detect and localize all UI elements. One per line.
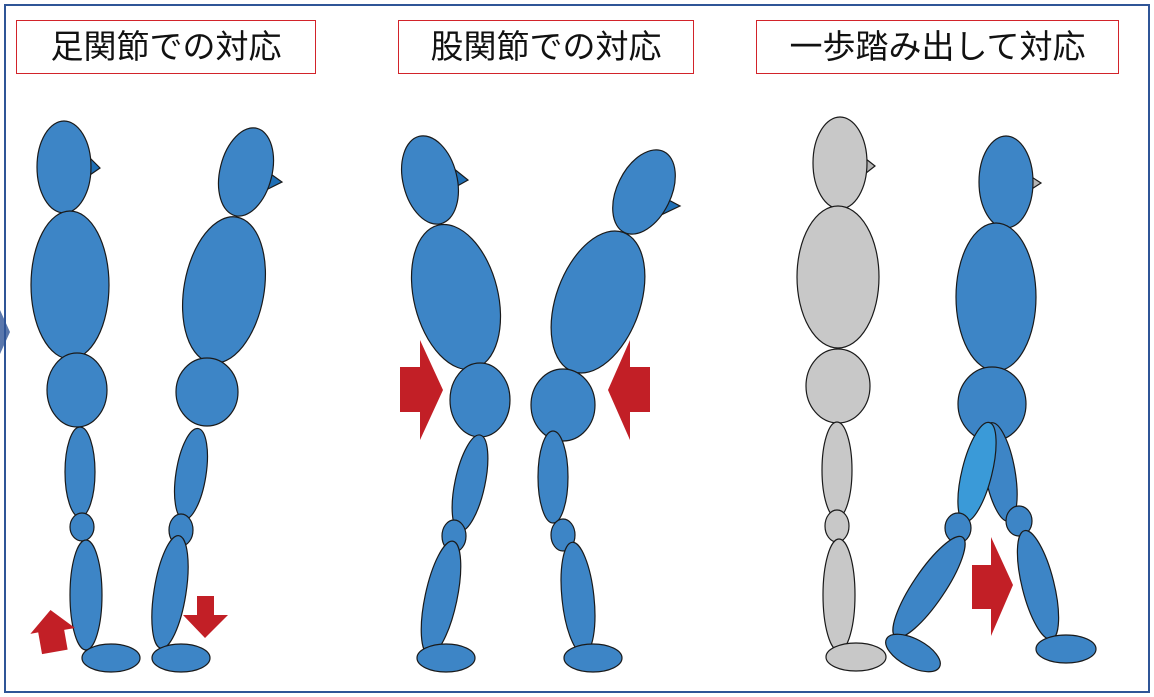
red-right-arrow-icon — [972, 537, 1013, 636]
torso — [955, 222, 1037, 372]
shin — [151, 535, 189, 649]
figure-hip-forward — [401, 135, 511, 673]
foot — [825, 642, 887, 672]
front-foot — [885, 633, 941, 673]
front-shin — [892, 535, 966, 639]
head — [978, 135, 1034, 229]
thigh — [64, 426, 96, 518]
pelvis — [46, 352, 108, 428]
torso — [181, 216, 267, 364]
foot — [151, 643, 211, 673]
head — [401, 135, 459, 225]
thigh — [537, 430, 569, 524]
back-foot — [1035, 634, 1097, 664]
thigh — [173, 427, 209, 521]
back-shin — [1016, 529, 1060, 641]
foot — [81, 643, 141, 673]
pelvis — [805, 348, 871, 424]
torso — [796, 205, 880, 349]
pelvis — [530, 368, 596, 442]
red-left-arrow-icon — [608, 340, 650, 440]
knee — [824, 509, 850, 543]
label-ankle-strategy: 足関節での対応 — [16, 20, 316, 74]
pelvis — [175, 357, 239, 427]
head — [36, 120, 92, 214]
red-down-arrow-icon — [183, 596, 228, 638]
shin — [560, 541, 596, 655]
shin — [822, 538, 856, 652]
label-hip-strategy: 股関節での対応 — [398, 20, 694, 74]
red-right-arrow-icon — [400, 340, 443, 440]
torso — [550, 230, 646, 374]
pelvis — [449, 362, 511, 438]
head — [217, 127, 275, 217]
knee — [69, 512, 95, 542]
shin — [420, 540, 462, 656]
shin — [69, 539, 103, 651]
head — [812, 116, 868, 210]
torso — [30, 210, 110, 360]
head — [612, 149, 676, 235]
red-up-arrow-icon — [30, 609, 75, 655]
thigh — [821, 421, 853, 519]
figure-step-after — [885, 135, 1097, 673]
left-edge-marker — [0, 310, 10, 354]
torso — [410, 223, 502, 371]
figure-step-before — [796, 116, 887, 672]
thigh — [451, 434, 489, 532]
foot — [416, 643, 476, 673]
label-stepping-strategy: 一歩踏み出して対応 — [756, 20, 1119, 74]
figure-hip-backward — [530, 149, 682, 673]
figure-ankle-upright — [30, 120, 141, 673]
foot — [563, 643, 623, 673]
figure-ankle-leaning — [151, 127, 284, 673]
